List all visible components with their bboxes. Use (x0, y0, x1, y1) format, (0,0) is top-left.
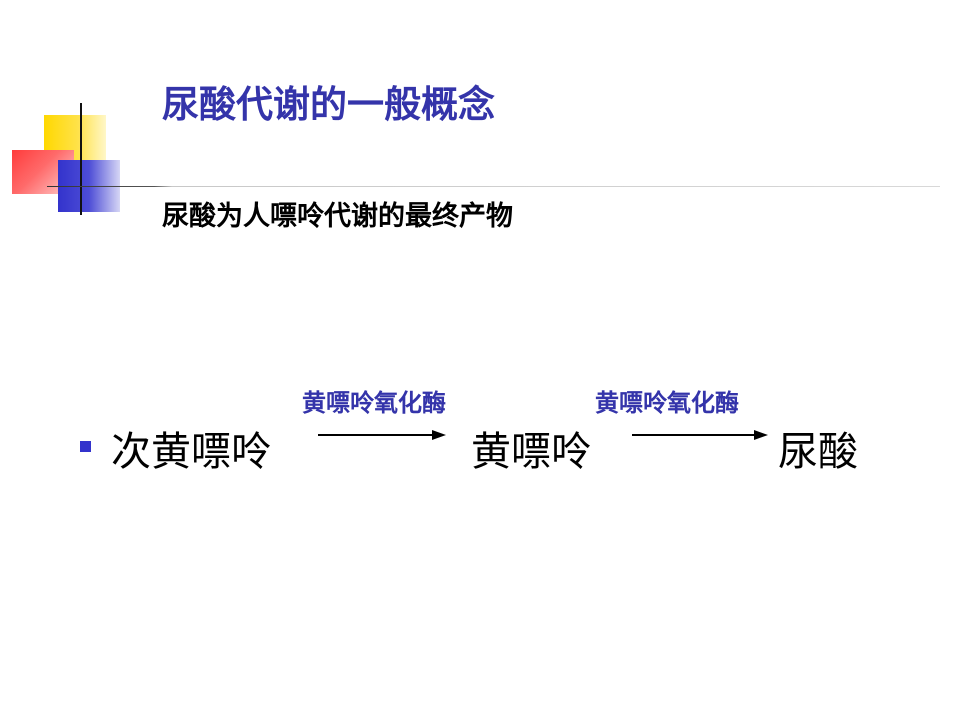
enzyme-label-2: 黄嘌呤氧化酶 (595, 389, 739, 417)
title-underline-rule (47, 186, 940, 187)
enzyme-label-1: 黄嘌呤氧化酶 (302, 389, 446, 417)
arrow-right-icon (318, 430, 446, 440)
arrow-right-icon (632, 430, 768, 440)
pathway-step-hypoxanthine: 次黄嘌呤 (111, 429, 271, 475)
slide-title: 尿酸代谢的一般概念 (162, 83, 495, 126)
pathway-step-uric-acid: 尿酸 (778, 429, 858, 475)
slide-subtitle: 尿酸为人嘌呤代谢的最终产物 (162, 201, 513, 232)
pathway-step-xanthine: 黄嘌呤 (471, 429, 591, 475)
bullet-square-icon (80, 441, 91, 452)
decor-vertical-line (80, 103, 82, 215)
